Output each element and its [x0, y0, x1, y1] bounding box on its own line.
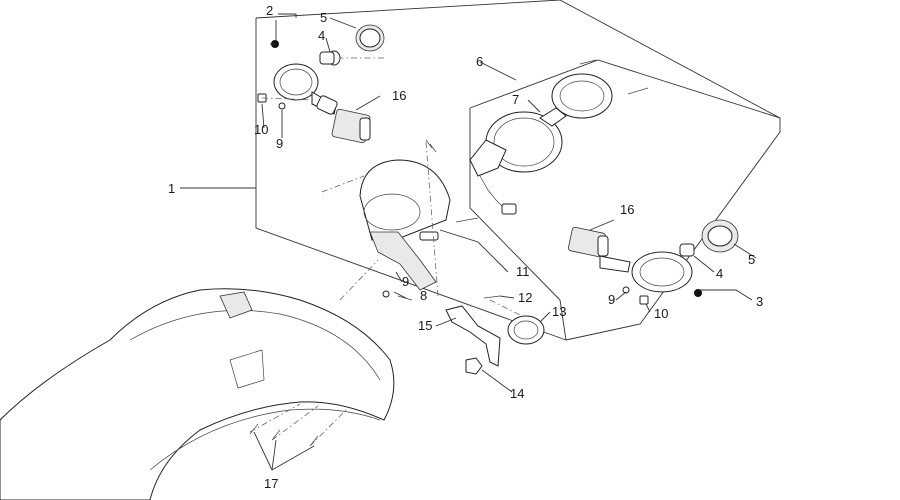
callout-9a: 9	[276, 136, 283, 151]
rear-light-housing	[469, 59, 649, 215]
rear-mudguard	[0, 288, 395, 500]
callout-17: 17	[264, 476, 278, 491]
callout-10a: 10	[254, 122, 268, 137]
callouts: 1 2 3 4 4 5 5 6 7 8 9 9 9 10 10 11 12 13…	[168, 3, 763, 491]
callout-16a: 16	[392, 88, 406, 103]
callout-12: 12	[518, 290, 532, 305]
callout-9b: 9	[402, 274, 409, 289]
callout-15: 15	[418, 318, 432, 333]
callout-14: 14	[510, 386, 524, 401]
callout-1: 1	[168, 181, 175, 196]
assembly-lines	[249, 57, 527, 447]
callout-6: 6	[476, 54, 483, 69]
callout-7: 7	[512, 92, 519, 107]
callout-2: 2	[266, 3, 273, 18]
callout-3: 3	[756, 294, 763, 309]
callout-10b: 10	[654, 306, 668, 321]
callout-4a: 4	[318, 28, 325, 43]
callout-9c: 9	[608, 292, 615, 307]
left-turn-signal	[257, 24, 385, 144]
callout-16b: 16	[620, 202, 634, 217]
leader-lines	[180, 13, 757, 471]
callout-5a: 5	[320, 10, 327, 25]
callout-13: 13	[552, 304, 566, 319]
plate-light-bracket	[445, 295, 545, 375]
callout-5b: 5	[748, 252, 755, 267]
right-turn-signal	[568, 219, 739, 305]
callout-8: 8	[420, 288, 427, 303]
assembly-frame	[255, 0, 781, 341]
callout-4b: 4	[716, 266, 723, 281]
tail-light-body	[359, 139, 479, 291]
callout-11: 11	[516, 264, 530, 279]
